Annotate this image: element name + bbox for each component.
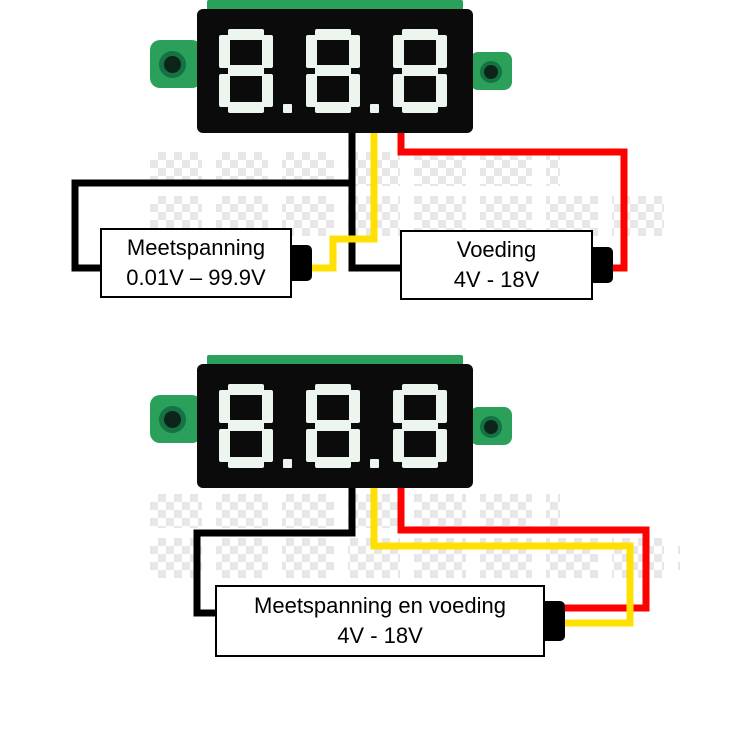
digit-segment bbox=[228, 384, 264, 395]
display-digit bbox=[306, 29, 360, 113]
digit-segment bbox=[402, 457, 438, 468]
mounting-hole bbox=[480, 416, 502, 438]
digit-segment bbox=[306, 35, 317, 68]
digit-segment bbox=[306, 390, 317, 423]
connector-nub bbox=[591, 247, 613, 283]
digit-segment bbox=[436, 74, 447, 107]
mounting-tab-right bbox=[470, 407, 512, 445]
digit-segment bbox=[315, 102, 351, 113]
digit-segment bbox=[306, 74, 317, 107]
connector-nub bbox=[543, 601, 565, 641]
measure-label-line2: 0.01V – 99.9V bbox=[126, 265, 266, 290]
voltmeter-module-top bbox=[150, 0, 512, 135]
display-digit bbox=[219, 384, 273, 468]
black-ground-wire-top bbox=[348, 126, 404, 272]
combined-label-line1: Meetspanning en voeding bbox=[254, 593, 506, 618]
digit-segment bbox=[402, 65, 438, 76]
digit-segment bbox=[315, 384, 351, 395]
digit-segment bbox=[402, 384, 438, 395]
mounting-hole bbox=[480, 61, 502, 83]
digit-segment bbox=[219, 74, 230, 107]
digit-segment bbox=[219, 390, 230, 423]
display-digit bbox=[393, 29, 447, 113]
yellow-measure-wire-top bbox=[300, 126, 378, 272]
black-ground-wire-bottom bbox=[193, 481, 356, 617]
mounting-hole bbox=[159, 406, 186, 433]
digit-segment bbox=[349, 74, 360, 107]
display-housing bbox=[197, 9, 473, 133]
combined-label-line2: 4V - 18V bbox=[337, 623, 423, 648]
digit-segment bbox=[402, 420, 438, 431]
red-supply-wire-top bbox=[397, 126, 628, 272]
digit-segment bbox=[228, 29, 264, 40]
digit-segment bbox=[219, 35, 230, 68]
voltmeter-module-bottom bbox=[150, 355, 512, 490]
mounting-tab-left bbox=[150, 40, 202, 88]
combined-label-box: Meetspanning en voeding 4V - 18V bbox=[215, 585, 565, 657]
digit-segment bbox=[315, 420, 351, 431]
digit-segment bbox=[315, 457, 351, 468]
measure-label-box: Meetspanning 0.01V – 99.9V bbox=[100, 228, 312, 298]
black-ground-branch-wire-top bbox=[71, 179, 352, 272]
digit-segment bbox=[349, 429, 360, 462]
digit-segment bbox=[393, 74, 404, 107]
digit-segment bbox=[228, 420, 264, 431]
supply-label-line2: 4V - 18V bbox=[453, 267, 540, 292]
digit-segment bbox=[262, 390, 273, 423]
digit-segment bbox=[228, 102, 264, 113]
connector-nub bbox=[290, 245, 312, 281]
digit-segment bbox=[228, 65, 264, 76]
display-housing bbox=[197, 364, 473, 488]
decimal-point bbox=[283, 104, 292, 113]
yellow-measure-wire-bottom bbox=[370, 481, 634, 627]
digit-segment bbox=[393, 429, 404, 462]
digit-segment bbox=[306, 429, 317, 462]
digit-segment bbox=[219, 429, 230, 462]
digit-segment bbox=[393, 390, 404, 423]
digit-segment bbox=[315, 65, 351, 76]
digit-segment bbox=[349, 35, 360, 68]
digit-segment bbox=[262, 74, 273, 107]
digit-segment bbox=[436, 390, 447, 423]
display-digit bbox=[219, 29, 273, 113]
digit-segment bbox=[349, 390, 360, 423]
display-digit bbox=[393, 384, 447, 468]
mounting-tab-right bbox=[470, 52, 512, 90]
measure-label-line1: Meetspanning bbox=[126, 235, 266, 260]
decimal-point bbox=[370, 104, 379, 113]
decimal-point bbox=[370, 459, 379, 468]
mounting-tab-left bbox=[150, 395, 202, 443]
digit-segment bbox=[402, 29, 438, 40]
mounting-hole bbox=[159, 51, 186, 78]
digit-segment bbox=[402, 102, 438, 113]
supply-label-box: Voeding 4V - 18V bbox=[400, 230, 613, 300]
digit-segment bbox=[436, 35, 447, 68]
digit-segment bbox=[315, 29, 351, 40]
digit-segment bbox=[436, 429, 447, 462]
digit-segment bbox=[262, 429, 273, 462]
decimal-point bbox=[283, 459, 292, 468]
supply-label-line1: Voeding bbox=[456, 237, 537, 262]
digit-segment bbox=[393, 35, 404, 68]
red-supply-wire-bottom bbox=[397, 481, 650, 612]
digit-segment bbox=[262, 35, 273, 68]
display-digit bbox=[306, 384, 360, 468]
digit-segment bbox=[228, 457, 264, 468]
